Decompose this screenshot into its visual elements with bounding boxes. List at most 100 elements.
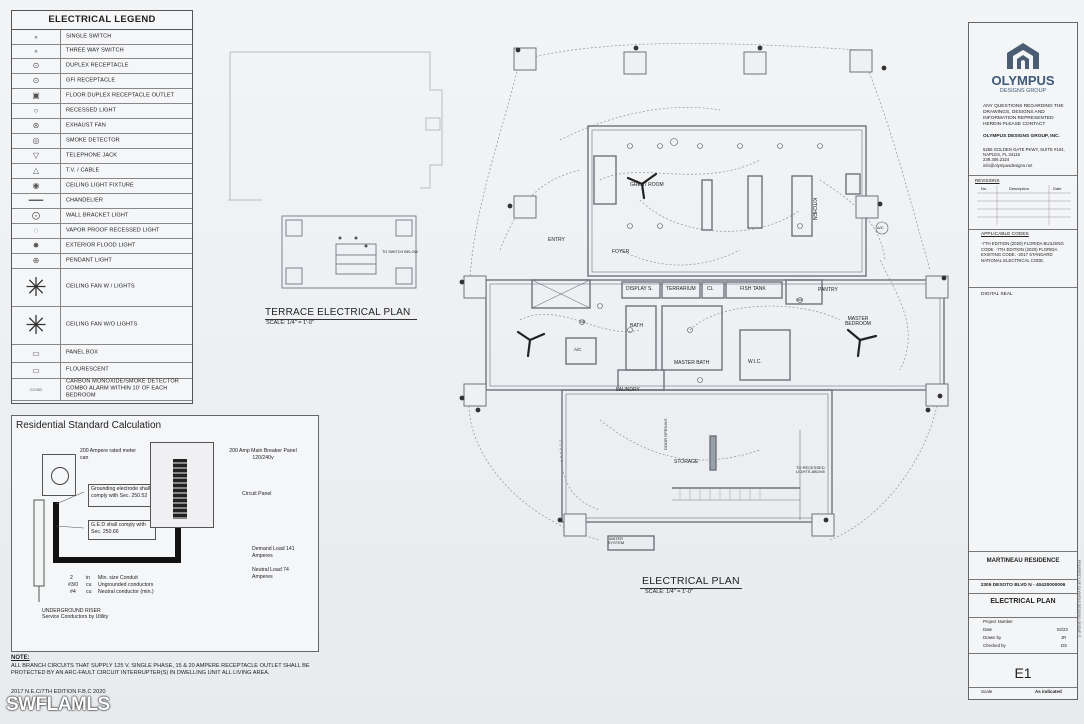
dishwasher-label: DW [796, 297, 803, 302]
legend-label: WALL BRACKET LIGHT [66, 212, 129, 219]
panel-box-icon: ▭ [12, 344, 61, 362]
legend-label: CHANDELIER [66, 197, 104, 204]
legend-row: ⨀ WALL BRACKET LIGHT [12, 208, 192, 224]
legend-label: CEILING LIGHT FIXTURE [66, 182, 134, 189]
conductor-desc-2: Ungrounded conductors [98, 582, 154, 588]
smoke-detector-label: SD [580, 319, 586, 324]
conductor-qty-3: #4 [70, 589, 76, 595]
circuit-panel-label: Circuit Panel [242, 491, 272, 497]
legend-row: ◉CEILING LIGHT FIXTURE [12, 178, 192, 194]
wall-bracket-light-icon: ⨀ [12, 208, 61, 223]
electrical-floor-plan [459, 43, 949, 551]
contact-address: 5256 GOLDEN GATE PKWY, SUITE #104, NAPLE… [983, 147, 1065, 158]
legend-row: ⊙ GFI RECEPTACLE [12, 73, 192, 89]
chandelier-icon: ━━━ [12, 193, 61, 208]
telephone-jack-icon: ▽ [12, 148, 61, 163]
company-sub: DESIGNS GROUP [999, 88, 1047, 94]
riser-label: UNDERGROUND RISER [42, 608, 101, 614]
note-text: ALL BRANCH CIRCUITS THAT SUPPLY 125 V, S… [11, 663, 310, 676]
gfi-receptacle-icon: ⊙ [12, 73, 61, 88]
legend-label: PANEL BOX [66, 349, 98, 356]
legend-row: ▭ PANEL BOX [12, 344, 192, 363]
ac-unit-label: A/C [574, 347, 582, 352]
drawn-by-value: JR [1061, 635, 1067, 640]
room-kitchen: KITCHEN [811, 198, 817, 220]
contact-email: info@olympusdesigns.net [983, 163, 1033, 168]
legend-label: TELEPHONE JACK [66, 152, 118, 159]
legend-row: ∘ SINGLE SWITCH [12, 30, 192, 45]
legend-row: ✸ EXTERIOR FLOOD LIGHT [12, 238, 192, 254]
sheet-title: ELECTRICAL PLAN [990, 598, 1056, 605]
smoke-detector-icon: ◎ [12, 133, 61, 148]
ceiling-fan-icon: ✳ [12, 306, 61, 344]
legend-row: ○RECESSED LIGHT [12, 103, 192, 119]
revisions-title: REVISIONS [975, 178, 1000, 183]
rev-col-description: Description [1009, 186, 1030, 191]
electrical-plan-title: ELECTRICAL PLAN [642, 575, 740, 587]
legend-label: FLOURESCENT [66, 366, 109, 373]
legend-label: PENDANT LIGHT [66, 257, 112, 264]
scale-value: As indicated [1035, 689, 1062, 694]
date-label: Date [983, 627, 993, 632]
rev-col-date: Date [1053, 186, 1062, 191]
room-closet: CL [707, 286, 714, 292]
legend-label: EXHAUST FAN [66, 122, 106, 129]
terrace-plan-scale: SCALE: 1/4" = 1'-0" [266, 320, 314, 326]
residential-calculation-box: Residential Standard Calculation 200 Amp… [11, 415, 319, 652]
vapor-proof-light-icon: ◌ [12, 223, 61, 238]
conductor-size-1: in [86, 575, 91, 581]
legend-label: GFI RECEPTACLE [66, 77, 116, 84]
legend-label: SMOKE DETECTOR [66, 137, 120, 144]
pendant-light-icon: ⊕ [12, 253, 61, 268]
contact-phone: 239.306.2324 [983, 157, 1010, 162]
conductor-desc-1: Min. size Conduit [98, 575, 138, 581]
ged-note: G.E.D shall comply with Sec. 250.66 [88, 520, 156, 540]
room-master-bath: MASTER BATH [674, 360, 710, 366]
three-way-switch-icon: ∘ [12, 44, 61, 58]
checked-by-value: DS [1061, 643, 1067, 648]
neutral-load: Neutral Load 74 Amperes [252, 567, 289, 580]
legend-row: ⊕ PENDANT LIGHT [12, 253, 192, 269]
riser-sub-label: Service Conductors by Utility [42, 614, 109, 620]
electrical-plan-scale: SCALE: 1/4" = 1'-0" [645, 589, 693, 595]
meter-label: 200 Ampere rated meter can [80, 448, 136, 461]
co-smoke-combo-icon: CO/SD [12, 378, 61, 400]
room-pantry: PANTRY [818, 287, 838, 293]
legend-label: VAPOR PROOF RECESSED LIGHT [66, 227, 160, 234]
company-name: OLYMPUS [991, 73, 1055, 88]
legend-label: THREE WAY SWITCH [66, 47, 124, 54]
ac-unit-label-2: A/C [877, 225, 884, 230]
legend-row: ⊙DUPLEX RECEPTACLE [12, 58, 192, 74]
legend-row: ▽ TELEPHONE JACK [12, 148, 192, 164]
legend-label: SINGLE SWITCH [66, 33, 112, 40]
switch-icon: ∘ [12, 30, 61, 44]
conductor-qty-2: #3/0 [68, 582, 79, 588]
legend-label: FLOOR DUPLEX RECEPTACLE OUTLET [66, 92, 175, 99]
code-edition: 2017 N.E.C/7TH EDITION F.B.C 2020 [11, 689, 106, 695]
legend-label: RECESSED LIGHT [66, 107, 117, 114]
legend-title: ELECTRICAL LEGEND [12, 11, 192, 30]
main-breaker-panel [150, 442, 214, 528]
legend-row: ∘ THREE WAY SWITCH [12, 44, 192, 59]
legend-row: ✳CEILING FAN W / LIGHTS [12, 268, 192, 307]
flood-light-icon: ✸ [12, 238, 61, 253]
legend-label: EXTERIOR FLOOD LIGHT [66, 242, 136, 249]
legend-row: ◌ VAPOR PROOF RECESSED LIGHT [12, 223, 192, 239]
demand-load: Demand Load 141 Amperes [252, 546, 295, 559]
note-title: NOTE: [11, 655, 30, 661]
room-foyer: FOYER [612, 249, 630, 255]
checked-by-label: Checked by [983, 643, 1006, 648]
rev-col-no: No. [981, 186, 988, 191]
room-laundry: LAUNDRY [616, 387, 640, 393]
property-notice: PROPERTY OF OLYMPUS DESIGNS GROUP, © [1077, 560, 1081, 638]
meter-can [42, 454, 76, 496]
electrical-legend: ELECTRICAL LEGEND ∘ SINGLE SWITCH ∘ THREE W… [11, 10, 193, 404]
room-bath: BATH [630, 323, 643, 329]
legend-row: ▣FLOOR DUPLEX RECEPTACLE OUTLET [12, 88, 192, 104]
legend-row: △T.V. / CABLE [12, 163, 192, 179]
room-walk-in-closet: W.I.C. [748, 359, 762, 365]
room-entry: ENTRY [548, 237, 565, 243]
drawn-by-label: Drawn by [983, 635, 1002, 640]
legend-row: ⊛EXHAUST FAN [12, 118, 192, 134]
